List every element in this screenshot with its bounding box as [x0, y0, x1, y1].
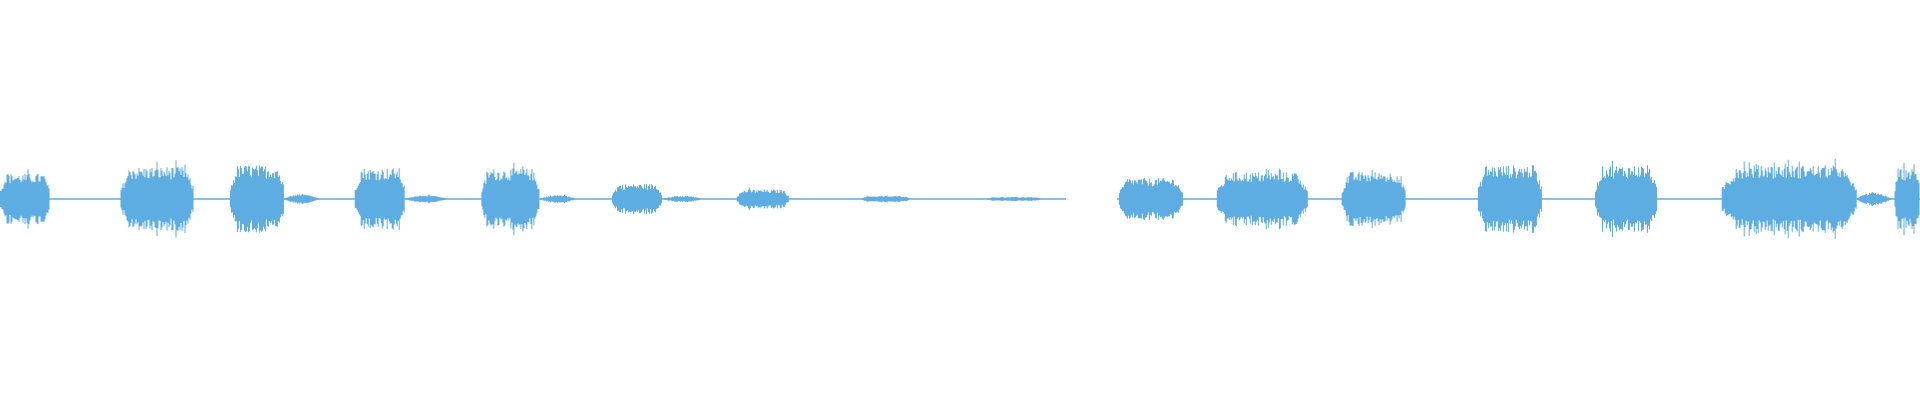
waveform-segment — [354, 168, 405, 230]
waveform-segment — [1216, 168, 1308, 230]
waveform-tail — [404, 194, 448, 204]
waveform-segment — [1721, 158, 1857, 240]
waveform-segment — [0, 169, 50, 229]
waveform-segment — [229, 165, 284, 233]
waveform-segment — [481, 162, 540, 236]
waveform-segment — [120, 160, 194, 238]
waveform-segment — [986, 196, 1041, 202]
waveform-segment — [1118, 178, 1183, 220]
waveform-segment — [1894, 162, 1920, 236]
waveform-segment — [736, 187, 789, 211]
waveform-segment — [1477, 165, 1542, 233]
waveform-segment — [861, 195, 910, 203]
waveform-tail — [283, 194, 319, 204]
waveform-tail — [539, 194, 576, 204]
waveform-tail — [1856, 192, 1892, 206]
waveform-segment — [612, 184, 662, 214]
waveform-segment — [1341, 169, 1406, 229]
waveform-tail — [661, 196, 703, 202]
waveform-segment — [1595, 161, 1657, 237]
